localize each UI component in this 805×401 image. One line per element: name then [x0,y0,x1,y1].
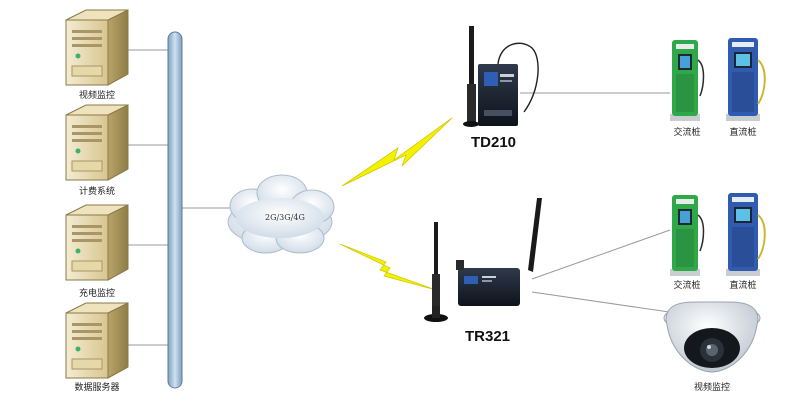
td210-device-icon [463,26,539,127]
wireless-signal-icon [341,117,453,187]
td210-device-label: TD210 [471,134,517,151]
server-icon [65,104,129,181]
wireless-signal-icon [339,243,437,291]
server-icon [65,9,129,86]
dc-charger-icon [726,38,766,121]
server-icon [65,302,129,379]
ac-charger-icon [670,195,705,276]
dome-camera-icon [663,301,761,373]
dc-charger-icon [726,193,766,276]
server-label: 视频监控 [78,91,116,101]
server-label: 计费系统 [78,187,116,197]
dc-charger-label: 直流桩 [729,128,757,138]
server-label: 充电监控 [78,289,116,299]
tr321-device-label: TR321 [465,328,511,345]
connection-lines [128,49,711,346]
ac-charger-icon [670,40,705,121]
ac-charger-label: 交流桩 [673,281,701,291]
cloud-label: 2G/3G/4G [265,213,305,222]
cloud-icon [227,174,335,254]
network-bus [167,31,183,389]
camera-label: 视频监控 [693,383,731,393]
dc-charger-label: 直流桩 [729,281,757,291]
tr321-device-icon [424,198,542,322]
ac-charger-label: 交流桩 [673,128,701,138]
server-label: 数据服务器 [74,383,120,393]
server-icon [65,204,129,281]
